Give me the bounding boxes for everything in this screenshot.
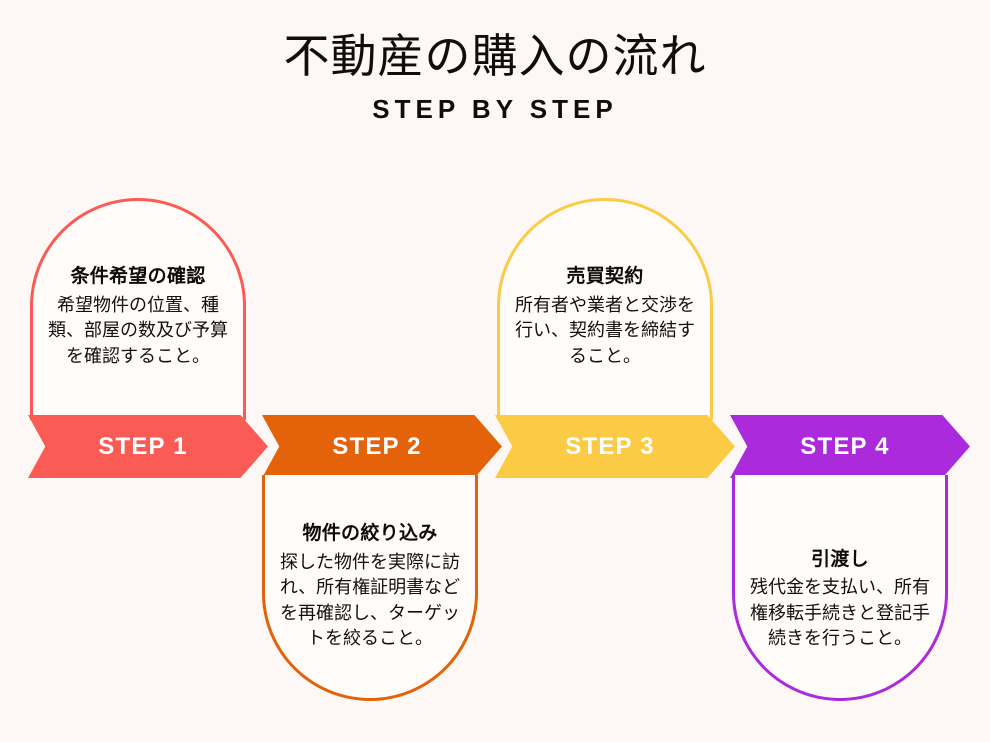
- step-1-body: 希望物件の位置、種類、部屋の数及び予算を確認すること。: [48, 294, 228, 366]
- step-2-body: 探した物件を実際に訪れ、所有権証明書などを再確認し、ターゲットを絞ること。: [279, 551, 461, 649]
- step-2-card: 物件の絞り込み 探した物件を実際に訪れ、所有権証明書などを再確認し、ターゲットを…: [262, 475, 478, 701]
- step-2-banner[interactable]: STEP 2: [262, 415, 502, 478]
- step-2-heading: 物件の絞り込み: [302, 523, 438, 545]
- step-1-heading: 条件希望の確認: [70, 266, 206, 287]
- step-3-banner-label: STEP 3: [565, 432, 655, 460]
- step-4-card: 引渡し 残代金を支払い、所有権移転手続きと登記手続きを行うこと。: [732, 475, 948, 701]
- header: 不動産の購入の流れ STEP BY STEP: [0, 28, 990, 125]
- step-3-body: 所有者や業者と交渉を行い、契約書を締結すること。: [515, 294, 695, 366]
- page-subtitle: STEP BY STEP: [372, 93, 618, 124]
- step-4-body: 残代金を支払い、所有権移転手続きと登記手続きを行うこと。: [750, 577, 930, 649]
- step-4-heading: 引渡し: [811, 548, 869, 570]
- step-3-card: 売買契約 所有者や業者と交渉を行い、契約書を締結すること。: [497, 198, 713, 420]
- step-1-card: 条件希望の確認 希望物件の位置、種類、部屋の数及び予算を確認すること。: [30, 198, 246, 420]
- step-1-banner-label: STEP 1: [98, 432, 188, 460]
- page-title: 不動産の購入の流れ: [283, 30, 707, 82]
- step-1-banner[interactable]: STEP 1: [28, 415, 268, 478]
- step-3-banner[interactable]: STEP 3: [495, 415, 735, 478]
- step-3-heading: 売買契約: [566, 266, 644, 287]
- step-4-banner-label: STEP 4: [800, 432, 890, 460]
- step-4-banner[interactable]: STEP 4: [730, 415, 970, 478]
- step-2-banner-label: STEP 2: [332, 432, 422, 460]
